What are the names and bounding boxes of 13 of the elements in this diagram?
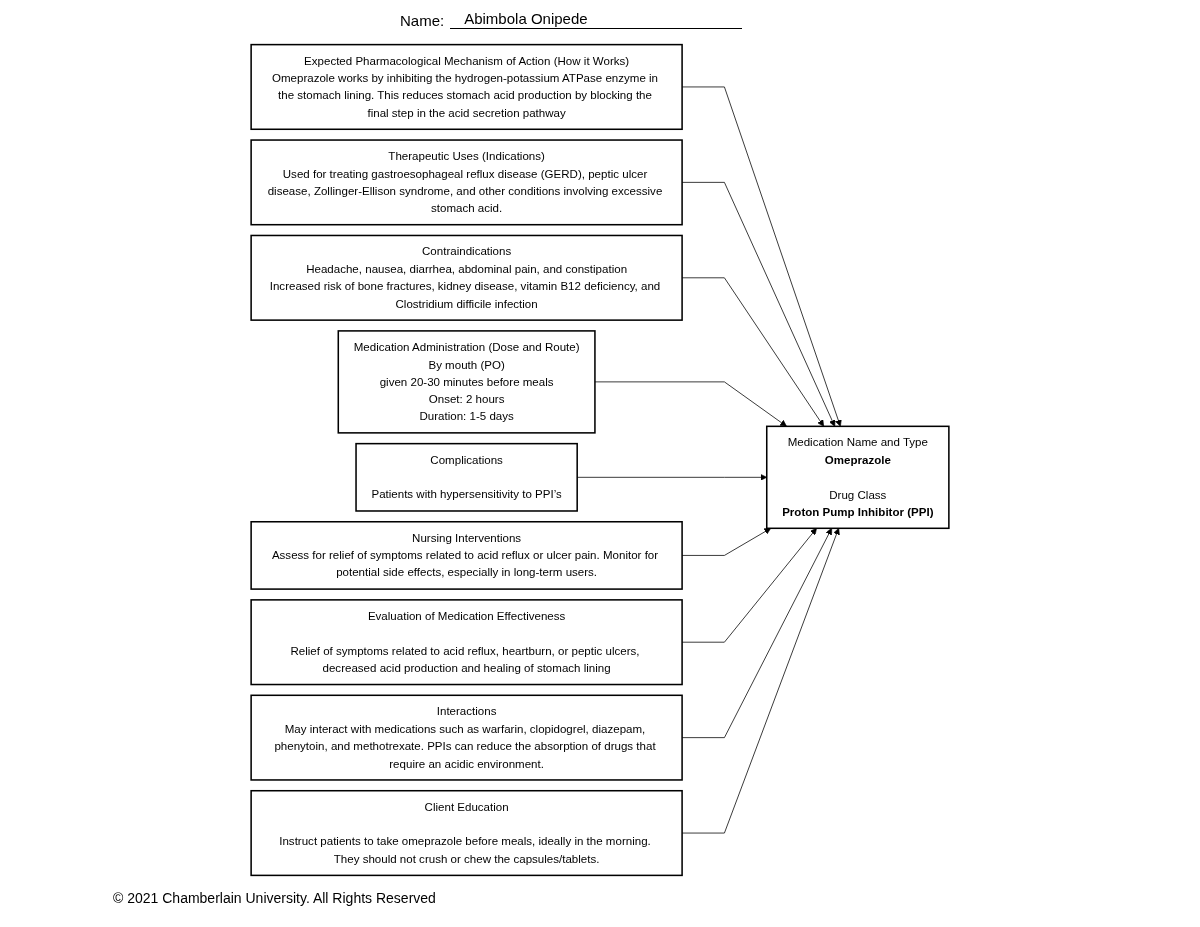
node-box: Medication Name and Type Omeprazole Drug Class Proton Pump Inhibitor (PPI) — [766, 425, 950, 530]
copyright-caption: © 2021 Chamberlain University. All Rights Reserved — [113, 890, 436, 906]
node-box: Contraindications Headache, nausea, diarrhea, abdominal pain, and constipation Increased risk of bone fractures, kidney disease, vitamin B12 deficiency, and Clostridium difficile infection — [250, 234, 683, 321]
name-field: Abimbola Onipede — [450, 10, 743, 29]
node-box: Medication Administration (Dose and Route) By mouth (PO) given 20-30 minutes before meals Onset: 2 hours Duration: 1-5 days — [337, 330, 596, 434]
node-box: Interactions May interact with medications such as warfarin, clopidogrel, diazepam, phenytoin, and methotrexate. PPIs can reduce the absorption of drugs that require an acidic environment. — [250, 694, 683, 781]
node-box: Expected Pharmacological Mechanism of Action (How it Works) Omeprazole works by inhibiting the hydrogen-potassium ATPase enzyme in the stomach lining. This reduces stomach acid production by blocking the final step in the acid secretion pathway — [250, 43, 683, 131]
node-box: Complications Patients with hypersensitivity to PPI’s — [355, 442, 578, 512]
node-box: Client Education Instruct patients to take omeprazole before meals, ideally in the morning. They should not crush or chew the capsules/tablets. — [250, 789, 683, 877]
name-label: Name: — [400, 12, 445, 29]
node-box: Therapeutic Uses (Indications) Used for treating gastroesophageal reflux disease (GERD), peptic ulcer disease, Zollinger-Ellison syndrome, and other conditions involving excessive stomach acid. — [250, 139, 683, 226]
node-box: Evaluation of Medication Effectiveness Relief of symptoms related to acid reflux, heartburn, or peptic ulcers, decreased acid production and healing of stomach lining — [250, 599, 683, 686]
node-box: Nursing Interventions Assess for relief of symptoms related to acid reflux or ulcer pain. Monitor for potential side effects, especially in long-term users. — [250, 521, 683, 590]
